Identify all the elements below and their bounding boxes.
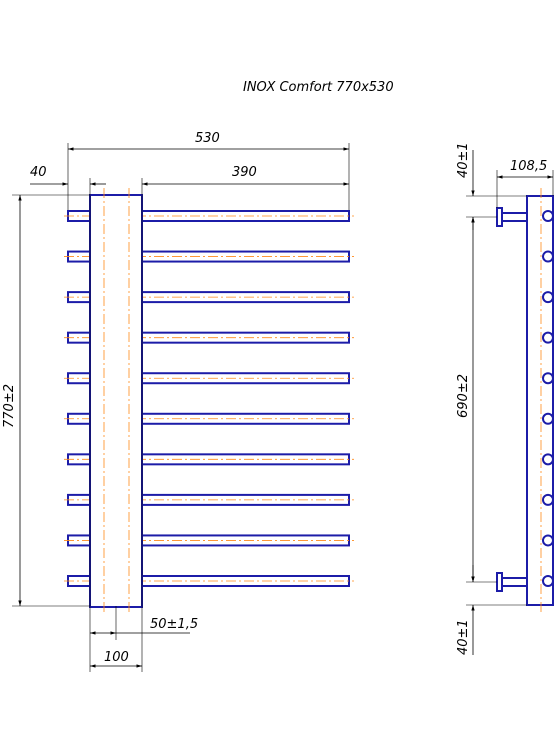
dim-total-height: 770±2 xyxy=(2,384,17,428)
dim-bar-length: 390 xyxy=(232,165,257,180)
front-bars xyxy=(64,210,354,587)
dim-side-top: 40±1 xyxy=(456,142,471,178)
drawing-title: INOX Comfort 770x530 xyxy=(243,80,394,95)
dim-offset-left: 40 xyxy=(30,165,47,180)
side-bar-end xyxy=(542,291,554,304)
dim-collector-offset: 50±1,5 xyxy=(150,617,198,632)
side-bar-end xyxy=(542,493,554,506)
collector-pipe xyxy=(89,194,143,608)
dim-side-center: 690±2 xyxy=(456,374,471,418)
side-bar-end xyxy=(542,453,554,466)
side-bar-end xyxy=(542,372,554,385)
dim-side-bottom: 40±1 xyxy=(456,619,471,655)
wall-mount-bottom-arm xyxy=(501,577,528,587)
side-view: 108,5 40±1 690±2 40±1 xyxy=(456,142,554,655)
side-bar-end xyxy=(542,534,554,547)
side-bar-end xyxy=(542,331,554,344)
dim-collector-width: 100 xyxy=(104,650,129,665)
side-bar-end xyxy=(542,250,554,263)
side-bar-end xyxy=(542,412,554,425)
wall-mount-top xyxy=(496,207,528,227)
side-bar-end xyxy=(542,210,554,222)
front-view: 530 40 390 770±2 50±1,5 100 xyxy=(2,131,354,672)
dim-total-width: 530 xyxy=(195,131,220,146)
wall-mount-bottom xyxy=(496,572,528,592)
side-bolts xyxy=(542,210,554,587)
dim-side-depth: 108,5 xyxy=(510,159,547,174)
wall-mount-top-arm xyxy=(501,212,528,222)
side-bar-end xyxy=(542,575,554,587)
